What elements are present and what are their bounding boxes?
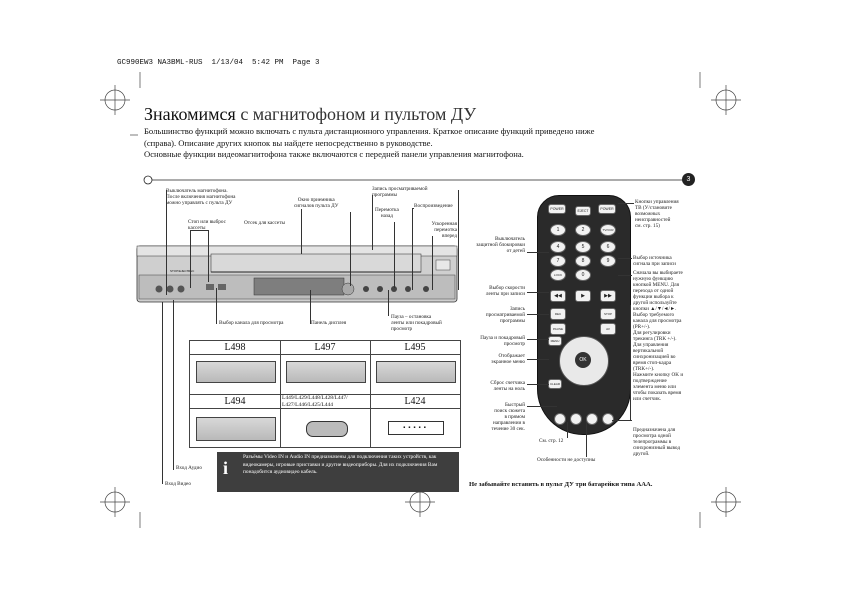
intro-text: Большинство функций можно включать с пул…: [144, 126, 704, 161]
remote-power-tv-button[interactable]: POWER: [548, 204, 566, 214]
model-l498: L498: [224, 342, 246, 353]
remote-label-record: Запись просматриваемой программы: [485, 306, 525, 324]
info-note-box: i Разъёмы Video IN и Audio IN предназнач…: [217, 452, 459, 492]
vcr-rec-text: REC: [188, 269, 195, 273]
remote-label-tape-speed: Выбор скорости ленты при записи: [485, 285, 525, 297]
remote-menu-button[interactable]: MENU: [548, 336, 562, 346]
remote-label-quick-search: Быстрый поиск сюжета в прямом направлени…: [491, 402, 525, 432]
page-title: Знакомимся с магнитофоном и пультом ДУ: [144, 104, 476, 125]
label-video-in: Вход Видео: [165, 481, 191, 487]
remote-digit-5[interactable]: 5: [575, 241, 591, 253]
remote-stop-button[interactable]: STOP: [600, 308, 616, 320]
remote-ok-button[interactable]: OK: [575, 352, 591, 368]
remote-func-button-2[interactable]: [570, 413, 582, 425]
label-play: Воспроизведение: [414, 203, 453, 209]
model-l449-group: L449/L429/L448/L428/L447/ L427/L446/L425…: [282, 395, 348, 408]
remote-label-tv-controls: Кнопки управления ТВ (У/становите возмож…: [635, 199, 679, 229]
remote-func-button-1[interactable]: [554, 413, 566, 425]
remote-digit-2[interactable]: 2: [575, 224, 591, 236]
label-audio-in: Вход Аудио: [176, 465, 202, 471]
remote-digit-6[interactable]: 6: [600, 241, 616, 253]
vcr-illustration: STOP/EJECT REC: [136, 240, 458, 304]
label-cassette-slot: Отсек для кассеты: [244, 220, 285, 226]
label-fast-forward: Ускоренная перемотка вперед: [431, 221, 457, 239]
remote-label-pip: Предназначена для просмотра одной телепр…: [633, 427, 681, 457]
vcr-front-panel: [136, 245, 458, 303]
title-rest: с магнитофоном и пультом ДУ: [235, 104, 477, 124]
remote-battery-note: Не забывайте вставить в пульт ДУ три бат…: [469, 481, 653, 488]
remote-label-menu: Отображает экранное меню: [491, 353, 525, 365]
remote-label-child-lock: Выключатель защитной блокировки от детей: [476, 236, 525, 254]
model-l494: L494: [224, 396, 246, 407]
remote-label-menu-help: Сначала вы выбираете нужную функцию кноп…: [633, 270, 684, 402]
remote-play-button[interactable]: ▶: [575, 290, 591, 302]
label-pause: Пауза – остановка ленты или покадровый п…: [391, 314, 442, 332]
label-remote-window: Окно приемника сигналов пульта ДУ: [294, 197, 339, 209]
remote-func-button-4[interactable]: [602, 413, 614, 425]
remote-label-not-available: Особенности не доступны: [537, 457, 596, 463]
vcr-thumb-l494: [196, 417, 276, 441]
remote-digit-1[interactable]: 1: [550, 224, 566, 236]
intro-line-1: Большинство функций можно включать с пул…: [144, 126, 595, 136]
remote-control: POWER POWER EJECT 1 2 TV/VCR 4 5 6 7 8 9…: [537, 195, 631, 435]
remote-tv-vcr-button[interactable]: TV/VCR: [600, 224, 616, 236]
remote-clear-button[interactable]: CLEAR: [548, 379, 562, 389]
panel-thumb-l449: [306, 421, 348, 437]
vcr-av-jack-2: [166, 285, 174, 293]
remote-av-button[interactable]: AV: [600, 323, 616, 335]
remote-lock-button[interactable]: LOCK: [550, 269, 566, 281]
remote-label-pause: Пауза и покадровый просмотр: [480, 335, 525, 347]
label-stop-eject: Стоп или выброс кассеты: [188, 219, 226, 231]
remote-rec-button[interactable]: REC: [550, 308, 566, 320]
label-display-panel: Панель дисплея: [311, 320, 347, 326]
remote-digit-4[interactable]: 4: [550, 241, 566, 253]
remote-label-input-source: Выбор источника сигнала при записи: [633, 255, 676, 267]
vcr-av-jack-1: [155, 285, 163, 293]
remote-digit-9[interactable]: 9: [600, 255, 616, 267]
remote-digit-0[interactable]: 0: [575, 269, 591, 281]
vcr-av-jack-3: [177, 285, 185, 293]
remote-ff-button[interactable]: ▶▶: [600, 290, 616, 302]
print-header: GC990EW3 NA3BML-RUS 1/13/04 5:42 PM Page…: [117, 59, 320, 67]
info-note-text: Разъёмы Video IN и Audio IN предназначен…: [243, 454, 438, 476]
label-power-switch: Выключатель магнитофона. После включения…: [166, 188, 236, 206]
model-l424: L424: [404, 396, 426, 407]
remote-eject-button[interactable]: EJECT: [575, 206, 591, 216]
remote-power-button[interactable]: POWER: [598, 204, 616, 214]
remote-label-see-page: См. стр. 12: [539, 438, 564, 444]
info-icon: i: [223, 458, 229, 478]
vcr-thumb-l495: [376, 361, 456, 383]
remote-label-counter-reset: Сброс счетчика ленты на ноль: [490, 380, 525, 392]
remote-rewind-button[interactable]: ◀◀: [550, 290, 566, 302]
remote-pause-button[interactable]: PAUSE: [550, 323, 566, 335]
vcr-stop-eject-text: STOP/EJECT: [170, 269, 189, 273]
remote-digit-8[interactable]: 8: [575, 255, 591, 267]
label-record: Запись просматриваемой программы: [372, 186, 428, 198]
intro-line-3: Основные функции видеомагнитофона также …: [144, 149, 524, 160]
label-rewind: Перемотка назад: [375, 207, 399, 219]
intro-line-2: (справа). Описание других кнопок вы найд…: [144, 137, 433, 148]
panel-thumb-l424: ▪▪▪▪▪: [388, 421, 444, 435]
model-l495: L495: [404, 342, 426, 353]
label-channel-select: Выбор канала для просмотра: [219, 320, 284, 326]
vcr-thumb-l498: [196, 361, 276, 383]
remote-digit-7[interactable]: 7: [550, 255, 566, 267]
title-bold: Знакомимся: [144, 104, 236, 124]
model-l497: L497: [314, 342, 336, 353]
page-number-badge: 3: [682, 173, 695, 186]
models-table: L498 L497 L495 L494 L449/L429/L448/L428/…: [189, 340, 461, 448]
vcr-thumb-l497: [286, 361, 366, 383]
page-number: 3: [686, 176, 691, 183]
remote-func-button-3[interactable]: [586, 413, 598, 425]
